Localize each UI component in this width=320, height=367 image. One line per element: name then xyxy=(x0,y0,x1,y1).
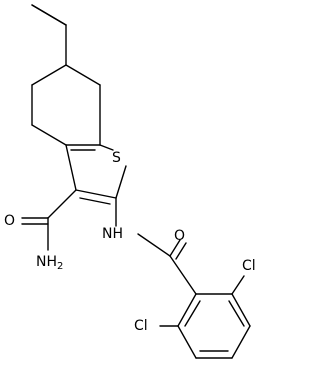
bond xyxy=(31,124,67,146)
bond xyxy=(75,189,117,199)
bond xyxy=(79,197,111,205)
cyclohexene-ring xyxy=(31,64,101,146)
atom-chlorine-upper: Cl xyxy=(242,258,256,274)
bond xyxy=(47,189,77,219)
bond xyxy=(169,255,197,295)
bond xyxy=(65,64,101,86)
atom-primary-amide-oxygen: O xyxy=(4,213,15,229)
bond xyxy=(31,4,67,26)
atom-sulfur: S xyxy=(112,150,121,166)
dichlorophenyl-ring xyxy=(159,275,251,359)
bond xyxy=(231,275,245,295)
atom-labels: S NH O O NH2 Cl Cl xyxy=(4,150,256,334)
bond xyxy=(115,165,127,199)
bond xyxy=(177,325,197,359)
atom-primary-amide-nitrogen: NH2 xyxy=(36,254,63,272)
atom-chlorine-lower: Cl xyxy=(134,318,148,334)
bond xyxy=(137,233,171,257)
bond xyxy=(184,300,201,327)
nh-label: NH xyxy=(36,254,57,270)
bond xyxy=(228,300,245,327)
atom-amide-nh: NH xyxy=(102,226,123,242)
chemical-structure: S NH O O NH2 Cl Cl xyxy=(4,4,256,359)
bond xyxy=(231,325,251,359)
atom-amide-oxygen: O xyxy=(174,228,185,244)
bond xyxy=(177,293,197,327)
nh2-subscript: 2 xyxy=(57,261,63,272)
bond xyxy=(169,239,181,257)
bond xyxy=(65,144,77,191)
amide-link xyxy=(115,197,197,295)
bond xyxy=(99,144,114,151)
bond xyxy=(31,64,67,86)
bond xyxy=(231,293,251,327)
thiophene-ring xyxy=(65,144,127,205)
primary-amide xyxy=(21,189,77,251)
bond xyxy=(175,242,187,260)
propyl-chain xyxy=(31,4,101,86)
